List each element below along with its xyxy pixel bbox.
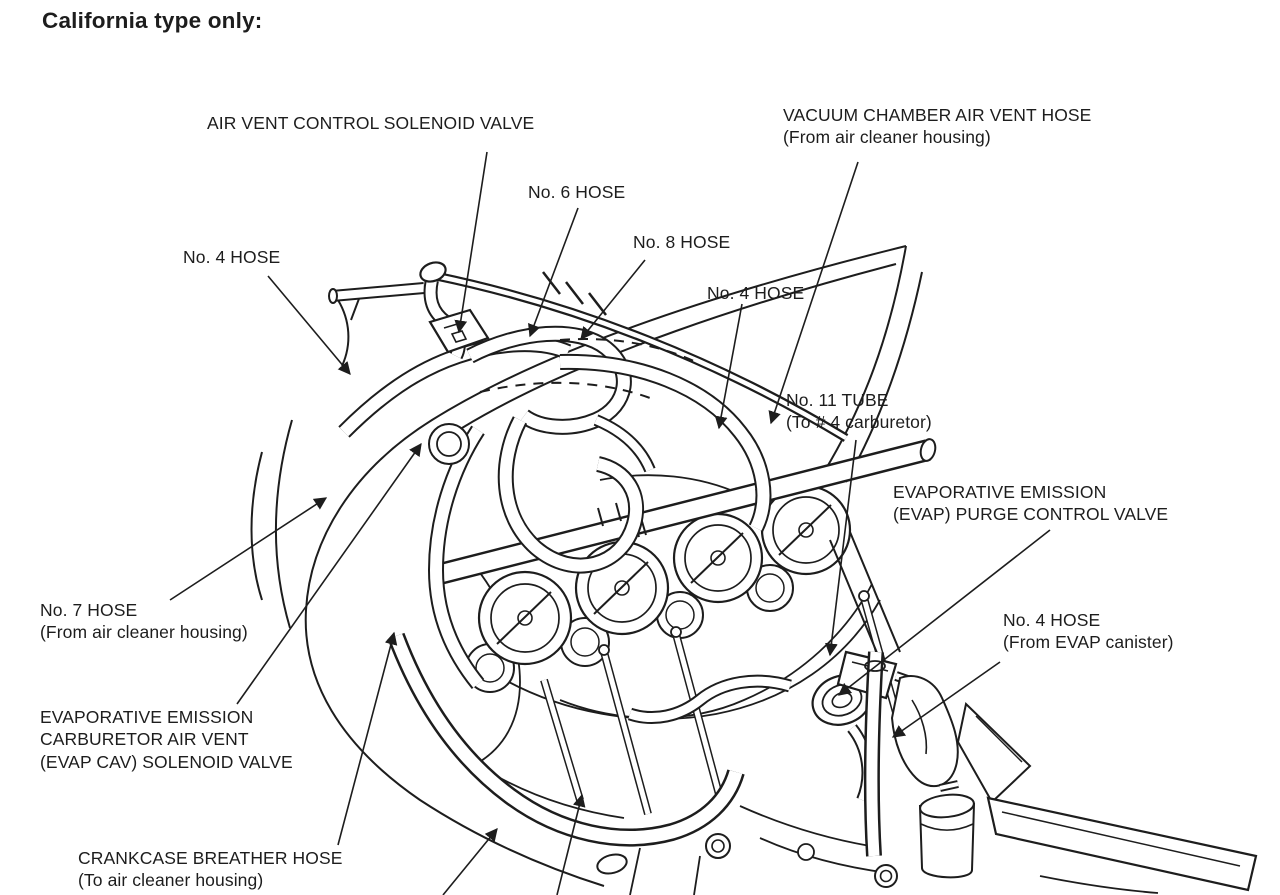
crankcase-breather-hose-art bbox=[387, 632, 745, 847]
label-air-vent-control-solenoid-valve: AIR VENT CONTROL SOLENOID VALVE bbox=[207, 113, 535, 133]
page-title: California type only: bbox=[42, 8, 263, 33]
label-no-11-tube: No. 11 TUBE (To # 4 carburetor) bbox=[786, 390, 932, 433]
label-evap-purge-control-valve: EVAPORATIVE EMISSION (EVAP) PURGE CONTRO… bbox=[893, 482, 1169, 525]
label-no-8-hose: No. 8 HOSE bbox=[633, 232, 731, 252]
cut-leader-lines bbox=[442, 793, 586, 895]
label-no-6-hose: No. 6 HOSE bbox=[528, 182, 626, 202]
label-crankcase-breather-hose: CRANKCASE BREATHER HOSE (To air cleaner … bbox=[78, 848, 343, 891]
label-no-7-hose: No. 7 HOSE (From air cleaner housing) bbox=[40, 600, 248, 643]
hose-cluster bbox=[338, 325, 772, 690]
label-no-4-hose-left: No. 4 HOSE bbox=[183, 247, 281, 267]
fairing-arcs bbox=[250, 245, 923, 887]
air-vent-solenoid-part bbox=[328, 261, 490, 360]
leader-lines bbox=[169, 151, 1051, 846]
frame-tube-top bbox=[435, 271, 849, 442]
label-vacuum-chamber-air-vent-hose: VACUUM CHAMBER AIR VENT HOSE (From air c… bbox=[783, 105, 1092, 148]
label-no-4-hose-evap-canister: No. 4 HOSE (From EVAP canister) bbox=[1003, 610, 1174, 653]
label-evap-cav-solenoid-valve: EVAPORATIVE EMISSION CARBURETOR AIR VENT… bbox=[40, 707, 293, 772]
label-no-4-hose-upper-right: No. 4 HOSE bbox=[707, 283, 805, 303]
